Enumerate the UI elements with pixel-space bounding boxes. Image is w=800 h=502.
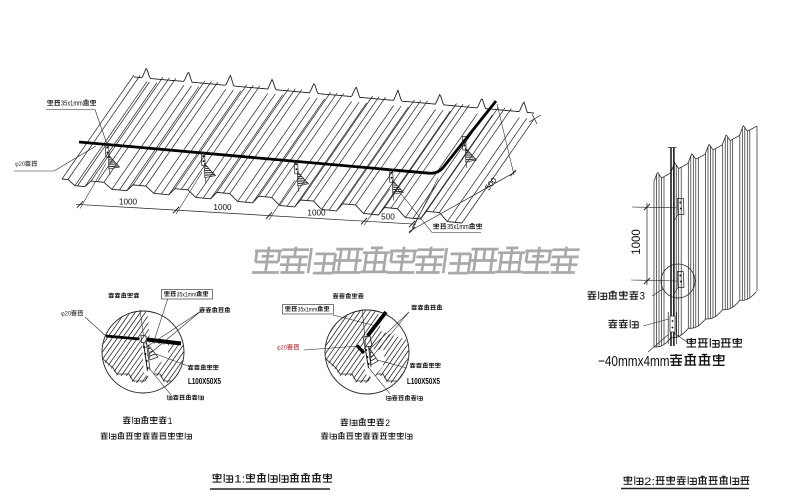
- svg-text:φ20: φ20: [61, 311, 71, 318]
- svg-text:500: 500: [381, 213, 395, 222]
- svg-text:L100X50X5: L100X50X5: [407, 376, 440, 386]
- svg-text:3: 3: [640, 291, 646, 303]
- svg-text:L100X50X5: L100X50X5: [188, 376, 221, 386]
- svg-text:35x1mm: 35x1mm: [298, 306, 318, 313]
- svg-text:1000: 1000: [213, 203, 232, 212]
- svg-text:φ20: φ20: [15, 161, 25, 168]
- svg-text:1000: 1000: [307, 208, 326, 217]
- svg-text:1: 1: [168, 416, 173, 426]
- svg-text:1:: 1:: [234, 474, 245, 486]
- svg-text:35x1mm: 35x1mm: [61, 99, 83, 108]
- svg-text:2: 2: [385, 418, 390, 428]
- svg-text:φ20: φ20: [277, 345, 287, 352]
- svg-text:−40mmx4mm: −40mmx4mm: [598, 354, 670, 370]
- svg-text:35x1mm: 35x1mm: [177, 291, 197, 298]
- svg-text:35x1mm: 35x1mm: [447, 222, 469, 231]
- svg-text:2:: 2:: [644, 476, 655, 488]
- svg-text:1000: 1000: [119, 197, 138, 206]
- svg-text:1000: 1000: [631, 229, 643, 255]
